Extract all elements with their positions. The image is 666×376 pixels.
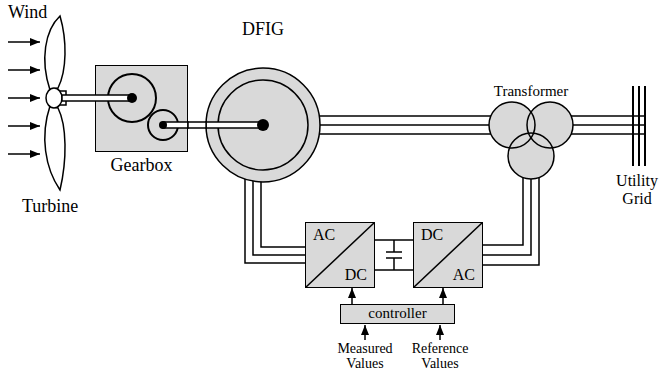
grid-busbars — [644, 86, 646, 166]
converter-diagonal — [305, 222, 375, 288]
grid-side-wires — [483, 178, 523, 245]
winding-outline — [508, 133, 554, 179]
stator-wires — [320, 124, 489, 126]
rotor-wires — [245, 179, 305, 263]
grid-busbars — [632, 86, 634, 166]
rotor-wires — [253, 181, 305, 255]
drive-shafts — [206, 122, 263, 128]
stator-wires — [319, 116, 491, 134]
control-signal — [443, 288, 444, 304]
winding-fill — [206, 68, 320, 182]
drive-shafts — [62, 95, 263, 128]
transformer-symbol-outline — [489, 102, 573, 179]
winding-fill — [527, 102, 573, 148]
gear-wheels — [108, 74, 178, 140]
controller-box: controller — [340, 304, 455, 324]
dc-link — [375, 269, 413, 271]
wind-label: Wind — [8, 3, 47, 23]
wind-arrows — [8, 41, 40, 43]
component-label: Gearbox — [111, 155, 173, 176]
shaft-hubs — [257, 119, 269, 131]
dc-link — [375, 240, 413, 270]
connectors — [188, 116, 539, 304]
converter-label: AC — [453, 266, 475, 284]
turbine-rotor — [45, 16, 65, 90]
signal-input-arrows — [365, 325, 440, 340]
shaft-hubs — [127, 93, 269, 131]
winding-outline — [527, 102, 573, 148]
component-label: controller — [368, 305, 426, 322]
component-label: Transformer — [494, 83, 568, 100]
wind-arrows — [8, 69, 40, 71]
rotor-side-converter: AC DC — [305, 222, 375, 288]
grid-busbars — [638, 86, 640, 166]
winding-outline — [206, 68, 320, 182]
wind-arrows — [8, 97, 40, 99]
wind-arrows — [8, 42, 40, 154]
input-label: Measured Values — [325, 341, 405, 372]
grid-output-wires — [573, 124, 645, 126]
dc-link-capacitor — [393, 240, 395, 252]
shaft-hubs — [159, 121, 167, 129]
dc-link-capacitor — [386, 240, 402, 270]
converter-label: DC — [345, 266, 367, 284]
grid-busbars — [633, 86, 645, 166]
signal-input-arrows — [439, 325, 441, 340]
dc-link-capacitor — [386, 251, 402, 253]
grid-side-wires — [483, 179, 531, 255]
dc-link-capacitor — [393, 258, 395, 270]
grid-side-wires — [483, 178, 539, 265]
drive-shafts — [62, 95, 132, 101]
grid-label: Utility Grid — [611, 172, 663, 207]
wind-arrows — [8, 125, 40, 127]
drive-shaft — [188, 122, 206, 128]
dc-link — [375, 239, 413, 241]
signal-input-arrows — [364, 325, 366, 340]
input-label: Reference Values — [400, 341, 480, 372]
winding-fill — [508, 133, 554, 179]
control-signal — [442, 288, 444, 304]
grid-side-wires — [483, 178, 539, 265]
rotor-wires — [261, 182, 305, 247]
converter-label: AC — [313, 226, 335, 244]
turbine-label: Turbine — [22, 197, 78, 217]
control-signal — [352, 288, 353, 304]
shaft-hubs — [127, 93, 137, 103]
wind-arrows — [8, 153, 40, 155]
transformer-symbol: Transformer — [489, 102, 573, 179]
stator-wires — [319, 115, 491, 117]
converter-label: DC — [421, 226, 443, 244]
control-signal — [351, 288, 353, 304]
turbine-rotor — [45, 106, 65, 190]
converter-diagonal — [413, 222, 483, 288]
grid-side-converter: DC AC — [413, 222, 483, 288]
winding-outline — [489, 102, 535, 148]
stator-wires — [319, 133, 491, 135]
component-label: DFIG — [242, 19, 284, 40]
rotor-wires — [245, 179, 305, 263]
turbine-rotor — [45, 16, 66, 190]
turbine-rotor — [46, 88, 62, 108]
drive-shaft — [188, 122, 206, 128]
